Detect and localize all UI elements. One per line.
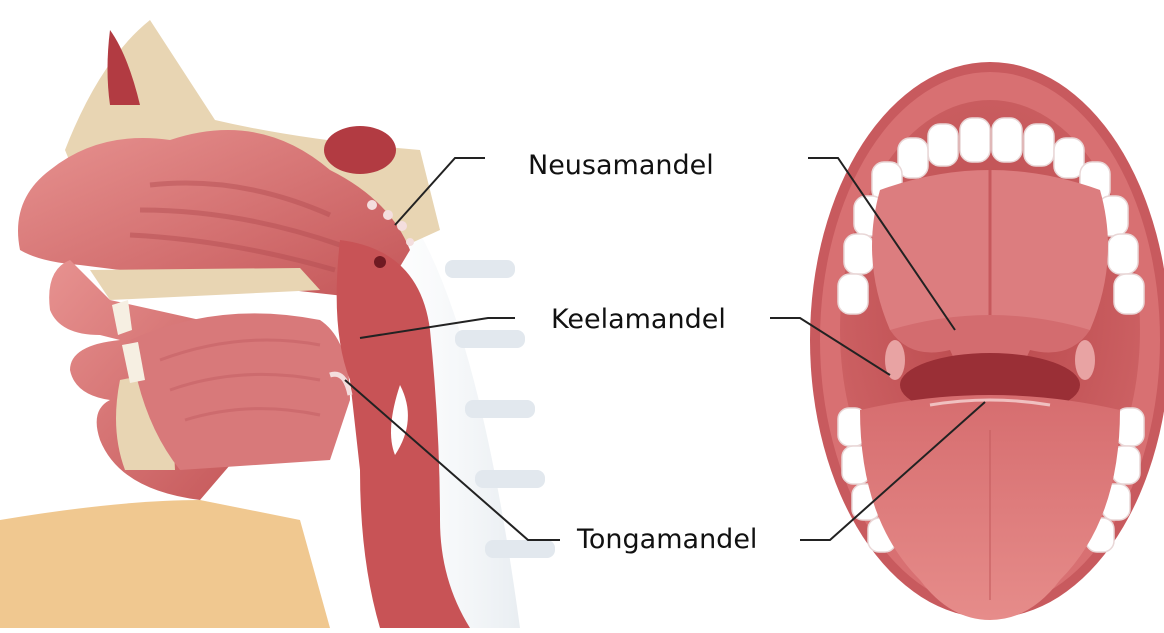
open-mouth-view <box>810 62 1164 620</box>
label-palatine-tonsil: Keelamandel <box>551 306 726 333</box>
neck-skin <box>0 500 330 628</box>
hard-palate <box>90 268 320 300</box>
sphenoid-sinus <box>324 126 396 174</box>
label-adenoid: Neusamandel <box>528 152 714 179</box>
sagittal-section <box>0 20 555 628</box>
label-lingual-tonsil: Tongamandel <box>577 526 757 553</box>
eustachian-opening <box>374 256 386 268</box>
